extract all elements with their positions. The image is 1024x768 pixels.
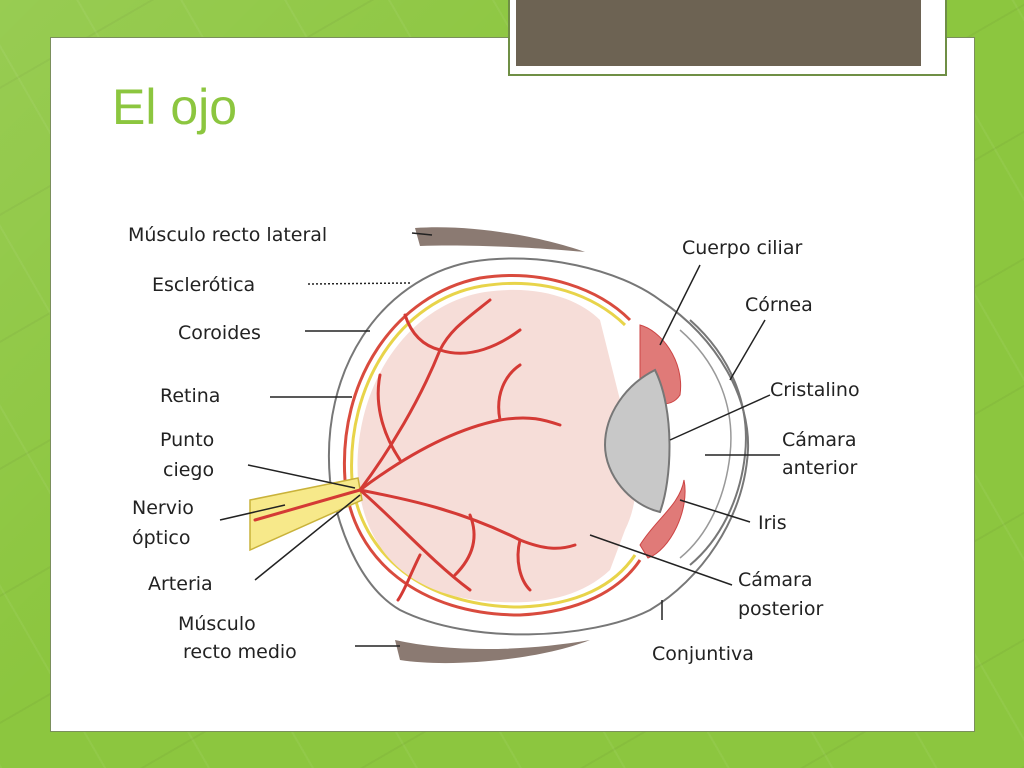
label-musculo-recto-medio-2: recto medio <box>183 641 297 663</box>
slide-title: El ojo <box>112 79 238 135</box>
label-cuerpo-ciliar: Cuerpo ciliar <box>682 237 802 259</box>
title-tab-fill <box>516 0 921 66</box>
medial-rectus-muscle <box>395 640 590 664</box>
eye-diagram: Músculo recto lateral Esclerótica Coroid… <box>128 224 860 665</box>
label-esclerotica: Esclerótica <box>152 274 255 296</box>
label-arteria: Arteria <box>148 573 213 595</box>
vitreous-body <box>357 289 637 603</box>
label-nervio-optico-2: óptico <box>132 527 190 549</box>
lateral-rectus-muscle <box>415 227 585 252</box>
retina-lower <box>350 479 637 609</box>
label-coroides: Coroides <box>178 322 261 344</box>
label-punto-ciego-2: ciego <box>163 459 214 481</box>
label-retina: Retina <box>160 385 220 407</box>
ciliary-body-lower <box>639 479 686 559</box>
label-camara-anterior-2: anterior <box>782 457 858 479</box>
label-camara-posterior-2: posterior <box>738 598 823 620</box>
label-camara-posterior-1: Cámara <box>738 569 813 591</box>
lens <box>603 368 671 514</box>
leader-lines <box>219 232 780 647</box>
label-musculo-recto-lateral: Músculo recto lateral <box>128 224 327 246</box>
retina <box>350 281 627 481</box>
label-conjuntiva: Conjuntiva <box>652 643 754 665</box>
label-iris: Iris <box>758 512 787 534</box>
label-cristalino: Cristalino <box>770 379 860 401</box>
label-musculo-recto-medio-1: Músculo <box>178 613 256 635</box>
label-nervio-optico-1: Nervio <box>132 497 194 519</box>
sclera <box>327 257 750 636</box>
label-punto-ciego-1: Punto <box>160 429 214 451</box>
label-camara-anterior-1: Cámara <box>782 429 857 451</box>
choroid <box>342 274 632 481</box>
choroid-lower <box>343 479 642 617</box>
label-cornea: Córnea <box>745 294 813 316</box>
blood-vessels <box>253 298 577 602</box>
